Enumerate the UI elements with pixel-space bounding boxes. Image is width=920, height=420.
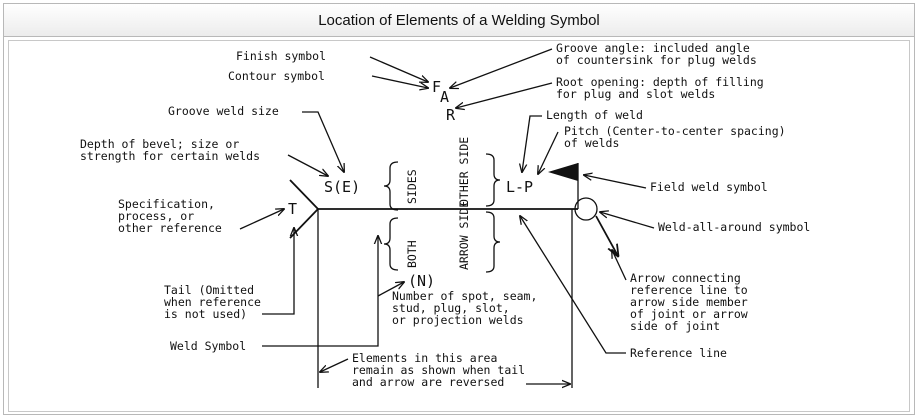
contour-leader (371, 75, 428, 88)
both-text: BOTH (405, 240, 419, 268)
weld-all-around-leader (600, 212, 655, 229)
tail-label-3: is not used) (164, 307, 247, 321)
elements-label-1: Elements in this area (352, 351, 497, 365)
sides-text: SIDES (405, 169, 419, 204)
depth-label-2: strength for certain welds (80, 149, 260, 163)
groove-angle-label-2: of countersink for plug welds (556, 53, 757, 67)
length-leader (522, 115, 542, 172)
number-symbol: (N) (408, 272, 435, 290)
weld-symbol-label: Weld Symbol (170, 339, 246, 353)
pitch-leader (538, 131, 559, 174)
number-label-2: stud, plug, slot, (392, 301, 510, 315)
root-opening-label-1: Root opening: depth of filling (556, 75, 764, 89)
field-weld-leader (584, 175, 647, 189)
size-symbol: S(E) (324, 178, 360, 196)
arrow-connecting-label-5: side of joint (630, 319, 720, 333)
arrow-connecting-label-2: reference line to (630, 283, 748, 297)
spec-leader (239, 209, 284, 230)
root-letter: R (446, 106, 456, 124)
arrow-connecting-label-1: Arrow connecting (630, 271, 741, 285)
finish-leader (369, 56, 428, 82)
field-weld-flag (548, 163, 578, 181)
depth-leader (287, 154, 328, 176)
groove-weld-size-leader (302, 111, 344, 172)
weld-symbol-leader (262, 236, 378, 347)
arrow-connecting-label-3: arrow side member (630, 295, 748, 309)
finish-letter: F (432, 78, 441, 96)
arrow-connecting-leader (612, 250, 627, 281)
arrow-line (595, 215, 618, 256)
number-leader (377, 282, 404, 297)
reference-line-label: Reference line (630, 346, 727, 360)
groove-angle-label-1: Groove angle: included angle (556, 41, 750, 55)
tail-upper (289, 179, 319, 210)
spec-label-2: process, or (118, 209, 194, 223)
tail-label-2: when reference (164, 295, 261, 309)
groove-weld-size-label: Groove weld size (168, 104, 279, 118)
finish-label: Finish symbol (236, 49, 326, 63)
groove-angle-leader (450, 48, 553, 88)
root-opening-leader (456, 82, 553, 108)
length-of-weld-label: Length of weld (546, 108, 643, 122)
spec-symbol: T (288, 200, 297, 218)
elements-leader-left (320, 358, 349, 372)
diagram-frame: Location of Elements of a Welding Symbol (3, 3, 915, 415)
root-opening-label-2: for plug and slot welds (556, 87, 715, 101)
diagram-panel (8, 40, 910, 412)
weld-all-around-label: Weld-all-around symbol (658, 220, 810, 234)
other-side-text: OTHER SIDE (457, 137, 471, 206)
reference-line-leader (520, 216, 626, 354)
pitch-label-1: Pitch (Center-to-center spacing) (564, 124, 786, 138)
field-weld-label: Field weld symbol (650, 180, 768, 194)
upper-brace (383, 161, 399, 211)
spec-label-3: other reference (118, 221, 222, 235)
tail-leader (262, 228, 294, 315)
spec-label-1: Specification, (118, 197, 215, 211)
weld-all-around-circle (574, 197, 598, 221)
number-label-1: Number of spot, seam, (392, 289, 537, 303)
lower-brace (383, 217, 399, 271)
angle-letter: A (440, 88, 449, 106)
depth-label-1: Depth of bevel; size or (80, 137, 239, 151)
number-label-3: or projection welds (392, 313, 524, 327)
arrow-side-text: ARROW SIDE (457, 201, 471, 270)
pitch-label-2: of welds (564, 136, 619, 150)
arrow-side-brace (485, 211, 501, 273)
other-side-brace (485, 153, 501, 207)
elements-label-3: and arrow are reversed (352, 375, 504, 389)
diagram-title: Location of Elements of a Welding Symbol (4, 4, 914, 37)
arrow-connecting-label-4: of joint or arrow (630, 307, 748, 321)
contour-label: Contour symbol (228, 69, 325, 83)
length-pitch-symbol: L-P (506, 178, 533, 196)
tail-label-1: Tail (Omitted (164, 283, 254, 297)
elements-label-2: remain as shown when tail (352, 363, 525, 377)
